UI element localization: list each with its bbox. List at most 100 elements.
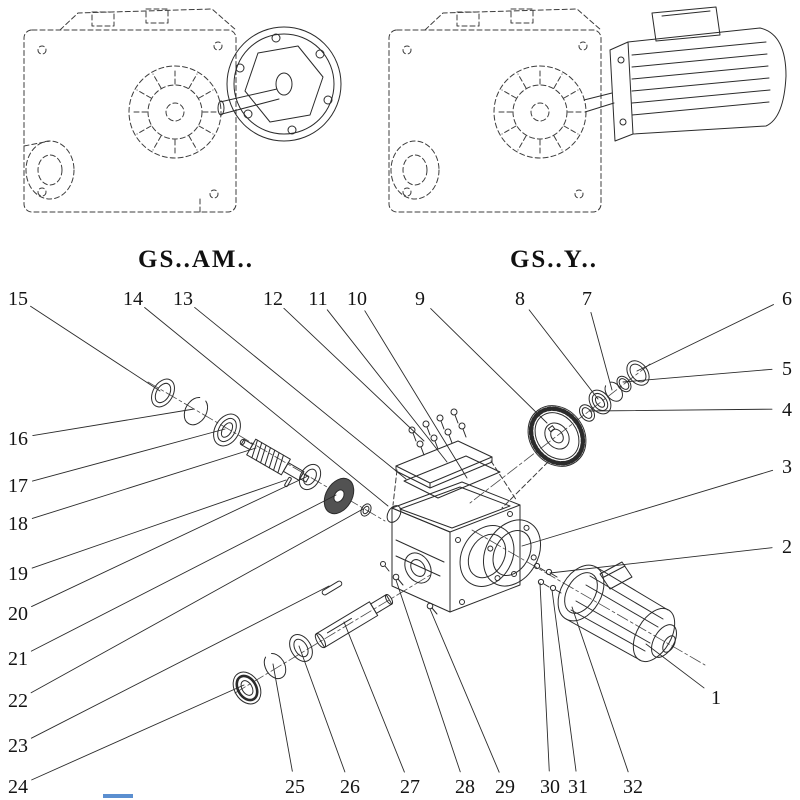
- callout-number-9: 9: [415, 288, 425, 310]
- gsam-output-flange: [217, 26, 342, 142]
- leader-line-15: [30, 305, 161, 392]
- assembled-view-gsy: [388, 6, 787, 213]
- gear-assembly-line: [501, 461, 549, 509]
- leader-line-26: [298, 645, 346, 773]
- leader-line-18: [31, 447, 257, 519]
- shaft-key: [321, 580, 343, 596]
- leader-line-10: [364, 310, 468, 479]
- gsam-housing-outline: [23, 8, 237, 213]
- callout-number-23: 23: [8, 735, 28, 757]
- label-gsam: GS..AM..: [138, 246, 254, 273]
- gear-axis-line: [469, 363, 651, 504]
- callout-number-24: 24: [8, 776, 28, 798]
- leader-line-12: [283, 307, 425, 442]
- callout-number-22: 22: [8, 690, 28, 712]
- leader-line-8: [528, 309, 599, 400]
- leader-line-28: [395, 579, 461, 773]
- output-bearing: [289, 634, 313, 662]
- callout-number-29: 29: [495, 776, 515, 798]
- gsam-input-starburst: [130, 67, 220, 157]
- housing-output-bore: [459, 525, 515, 587]
- leader-line-11: [326, 309, 448, 463]
- leader-line-6: [636, 304, 774, 372]
- cover-gasket: [403, 455, 501, 499]
- callout-number-3: 3: [782, 456, 792, 478]
- bottom-edge-mark: [103, 794, 133, 798]
- callout-number-27: 27: [400, 776, 420, 798]
- callout-number-21: 21: [8, 648, 28, 670]
- callout-number-12: 12: [263, 288, 283, 310]
- output-shaft: [314, 593, 394, 649]
- gear-circlip: [604, 381, 623, 402]
- label-gsy: GS..Y..: [509, 246, 599, 273]
- housing-worm-bore: [386, 505, 402, 523]
- input-circlip: [183, 397, 208, 426]
- input-oil-seal: [151, 378, 175, 408]
- output-circlip: [263, 652, 287, 680]
- leader-line-23: [30, 585, 330, 739]
- input-bearing: [213, 413, 241, 447]
- leader-line-17: [32, 428, 226, 482]
- shim-disc: [323, 477, 355, 515]
- motor-fins: [570, 575, 664, 652]
- leader-line-27: [343, 621, 405, 773]
- callout-number-4: 4: [782, 399, 792, 421]
- callout-number-1: 1: [711, 687, 721, 709]
- callout-number-25: 25: [285, 776, 305, 798]
- callout-number-13: 13: [173, 288, 193, 310]
- worm-shaft: [239, 438, 310, 483]
- callout-number-2: 2: [782, 536, 792, 558]
- worm-gear: [527, 405, 587, 467]
- leader-line-24: [31, 684, 245, 781]
- gsy-input-starburst: [495, 67, 585, 157]
- gsy-motor-body: [627, 27, 787, 135]
- leader-line-20: [31, 475, 309, 608]
- callout-number-19: 19: [8, 563, 28, 585]
- callout-number-20: 20: [8, 603, 28, 625]
- callout-number-7: 7: [582, 288, 592, 310]
- output-axis-line: [234, 573, 433, 694]
- cover-assembly-lines: [392, 460, 518, 506]
- cover-screws: [408, 408, 467, 456]
- gsy-housing-outline: [388, 8, 602, 213]
- leader-line-3: [521, 469, 774, 547]
- callout-number-28: 28: [455, 776, 475, 798]
- callout-number-26: 26: [340, 776, 360, 798]
- motor-mounting-bolts: [533, 562, 562, 594]
- callout-number-11: 11: [308, 288, 327, 310]
- callout-number-32: 32: [623, 776, 643, 798]
- leader-line-25: [272, 663, 293, 772]
- callout-number-10: 10: [347, 288, 367, 310]
- callout-number-14: 14: [123, 288, 143, 310]
- leader-line-14: [144, 307, 389, 507]
- leader-line-16: [32, 408, 195, 437]
- gear-bearing: [588, 389, 612, 415]
- leader-line-7: [590, 312, 613, 391]
- leader-line-5: [622, 368, 773, 383]
- motor-axis-line: [471, 529, 706, 666]
- callout-number-16: 16: [8, 428, 28, 450]
- gsy-motor-fins: [631, 41, 771, 116]
- gearbox-housing: [386, 481, 521, 613]
- spacer-ring: [360, 503, 372, 517]
- callout-number-6: 6: [782, 288, 792, 310]
- worm-rear-bearing: [298, 463, 322, 491]
- leader-line-30: [539, 582, 550, 772]
- leader-line-19: [31, 479, 287, 569]
- leader-line-22: [30, 508, 364, 694]
- gsy-terminal-box: [651, 6, 721, 42]
- gsy-shaft-link: [583, 92, 615, 113]
- callout-number-17: 17: [8, 475, 28, 497]
- assembled-view-gsam: [23, 8, 342, 213]
- callout-number-8: 8: [515, 288, 525, 310]
- leader-line-29: [429, 608, 500, 773]
- leader-line-21: [30, 494, 337, 652]
- callout-number-18: 18: [8, 513, 28, 535]
- motor: [557, 561, 677, 663]
- leader-line-31: [551, 589, 577, 772]
- leader-line-9: [430, 308, 548, 424]
- motor-rear-cap: [632, 607, 676, 663]
- callout-number-15: 15: [8, 288, 28, 310]
